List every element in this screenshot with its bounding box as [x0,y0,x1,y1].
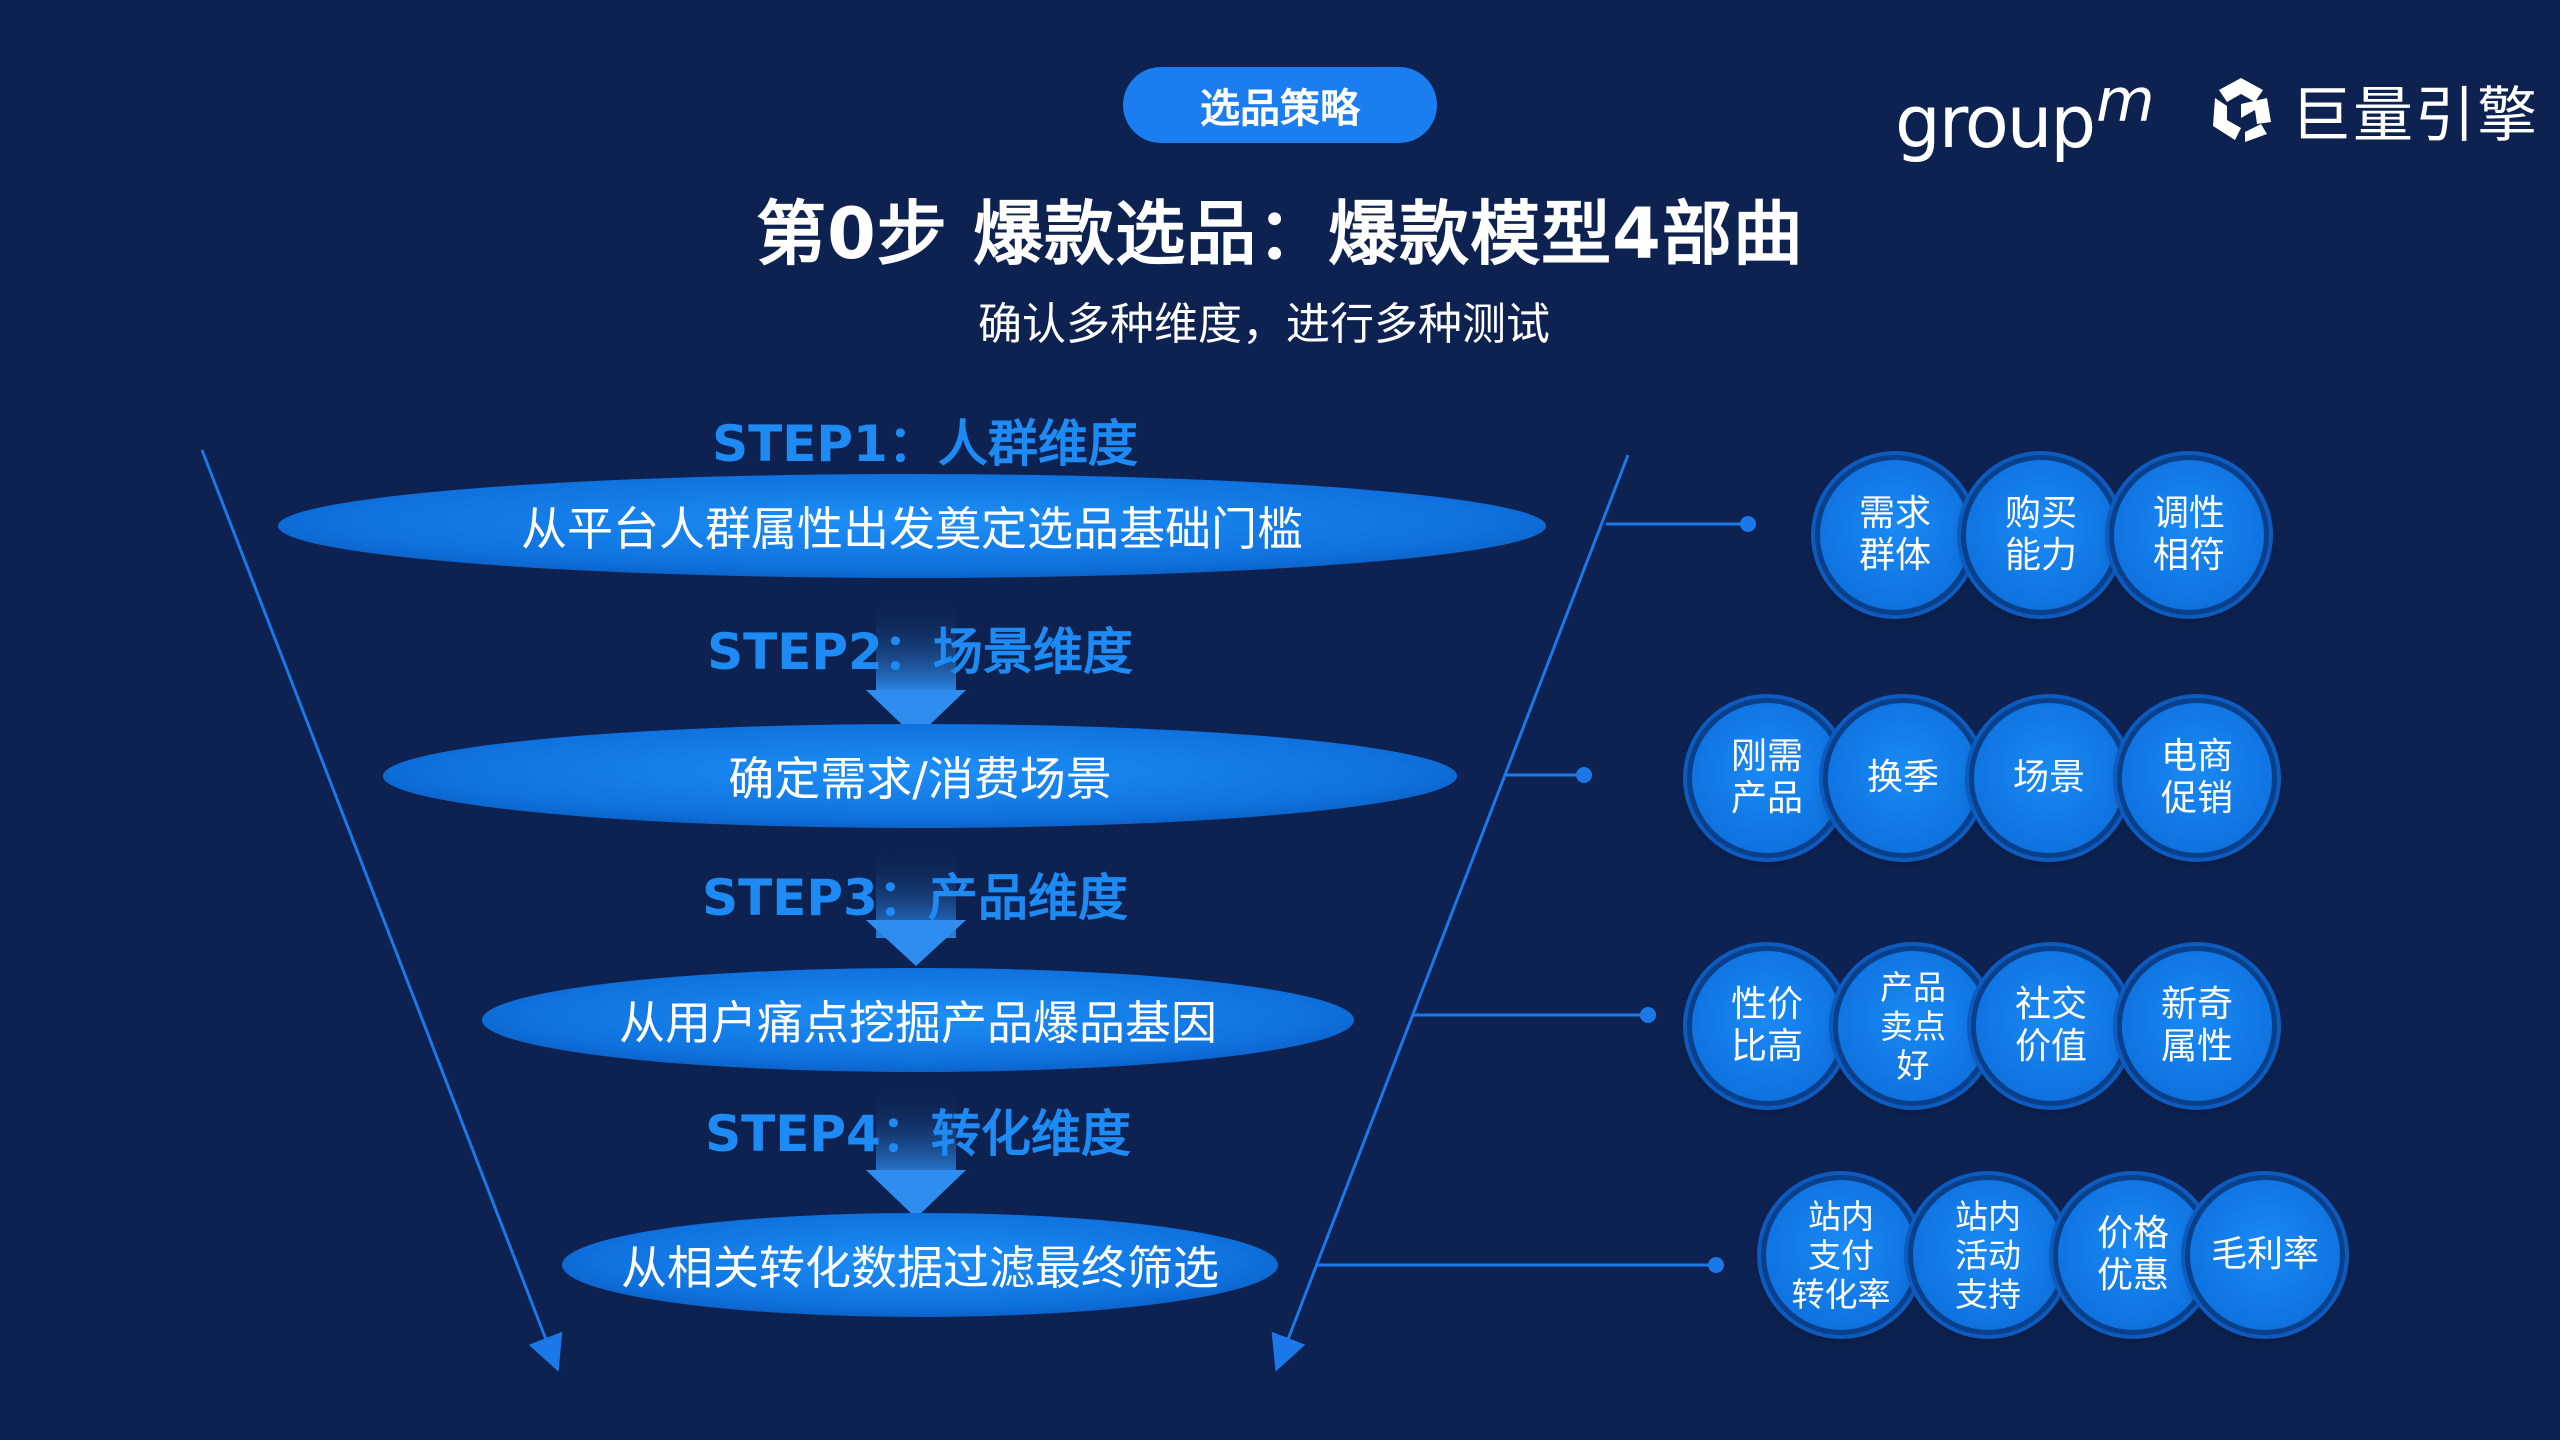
tag-bubble: 刚需 产品 [1692,703,1842,853]
tag-bubble: 价格 优惠 [2058,1180,2208,1330]
down-arrow-3 [866,1088,966,1218]
tag-bubble: 毛利率 [2190,1180,2340,1330]
step3-disc: 从用户痛点挖掘产品爆品基因 [619,996,1217,1050]
step4-label: STEP4：转化维度 [705,1105,1131,1163]
tag-bubble: 站内 支付 转化率 [1766,1180,1916,1330]
juliang-logo: 巨量引擎 [2205,70,2539,151]
tag-bubble: 调性 相符 [2114,460,2264,610]
tag-bubble: 需求 群体 [1820,460,1970,610]
disc-3-shape [482,968,1354,1072]
tag-bubble: 社交 价值 [1976,951,2126,1101]
down-arrow-2 [866,848,966,966]
step4-disc: 从相关转化数据过滤最终筛选 [621,1241,1219,1295]
tag-bubble: 电商 促销 [2122,703,2272,853]
funnel-right-line [1271,454,1630,1372]
disc-2-shape [383,724,1457,828]
tag-bubble: 性价 比高 [1692,951,1842,1101]
step1-label: STEP1：人群维度 [712,415,1138,473]
funnel-left-line [200,449,563,1372]
disc-4-shape [562,1213,1278,1317]
tag-bubble: 站内 活动 支持 [1913,1180,2063,1330]
step3-label: STEP3：产品维度 [702,869,1128,927]
down-arrow-1 [866,600,966,738]
tag-bubble: 新奇 属性 [2122,951,2272,1101]
step2-label: STEP2：场景维度 [707,623,1133,681]
disc-1-shape [278,474,1546,578]
tag-bubble: 换季 [1828,703,1978,853]
step2-disc: 确定需求/消费场景 [728,752,1112,806]
tag-bubble: 购买 能力 [1966,460,2116,610]
groupm-logo: groupm [1895,66,2155,164]
step1-disc: 从平台人群属性出发奠定选品基础门槛 [521,502,1303,556]
tag-bubble: 场景 [1974,703,2124,853]
section-pill: 选品策略 [1123,67,1437,143]
page-subtitle: 确认多种维度，进行多种测试 [978,299,1550,350]
page-title: 第0步 爆款选品：爆款模型4部曲 [756,193,1804,275]
tag-bubble: 产品 卖点 好 [1838,951,1988,1101]
juliang-mark-icon [2213,78,2271,142]
